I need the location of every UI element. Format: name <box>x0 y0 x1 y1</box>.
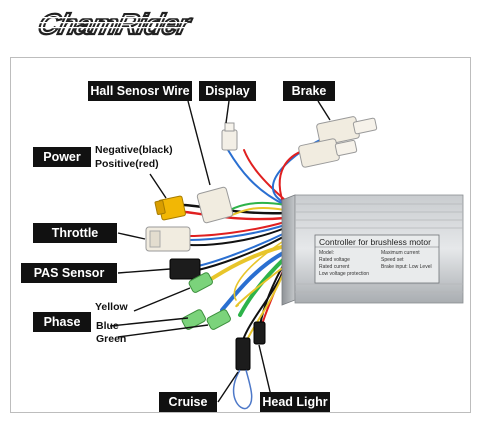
wire-bundle <box>180 139 321 341</box>
cruise-connector <box>233 337 253 410</box>
label-hall-sensor-wire: Hall Senosr Wire <box>88 81 192 101</box>
label-head-light: Head Lighr <box>260 392 330 412</box>
controller-brake-input: Brake input: Low Level <box>381 264 432 270</box>
controller-model: Model: <box>319 250 335 256</box>
hall-connector <box>196 186 234 224</box>
label-negative: Negative(black) <box>95 144 173 156</box>
throttle-connector <box>145 226 191 252</box>
controller-low-voltage: Low voltage protection <box>319 271 370 277</box>
label-yellow: Yellow <box>95 301 128 313</box>
label-phase: Phase <box>33 312 91 332</box>
controller-title: Controller for brushless motor <box>319 237 431 247</box>
leader-lines <box>109 100 331 403</box>
phase-connectors <box>181 272 231 330</box>
controller-rated-voltage: Rated voltage <box>319 257 350 263</box>
logo-lettering: ChamRider <box>35 8 195 40</box>
label-brake: Brake <box>283 81 335 101</box>
label-pas-sensor: PAS Sensor <box>21 263 117 283</box>
controller-max-current: Maximum current <box>381 250 420 256</box>
label-blue: Blue <box>96 320 119 332</box>
controller-rated-current: Rated current <box>319 264 350 270</box>
pas-connector <box>169 258 201 280</box>
controller-box <box>281 194 464 306</box>
power-connector <box>154 195 186 221</box>
chamrider-logo: ChamRider <box>34 7 196 42</box>
label-display: Display <box>199 81 256 101</box>
label-green: Green <box>96 333 127 345</box>
label-throttle: Throttle <box>33 223 117 243</box>
label-power: Power <box>33 147 91 167</box>
controller-speed-set: Speed set <box>381 257 404 263</box>
label-cruise: Cruise <box>159 392 217 412</box>
label-positive: Positive(red) <box>95 158 159 170</box>
brake-connectors <box>221 116 378 168</box>
headlight-connector <box>253 321 266 345</box>
